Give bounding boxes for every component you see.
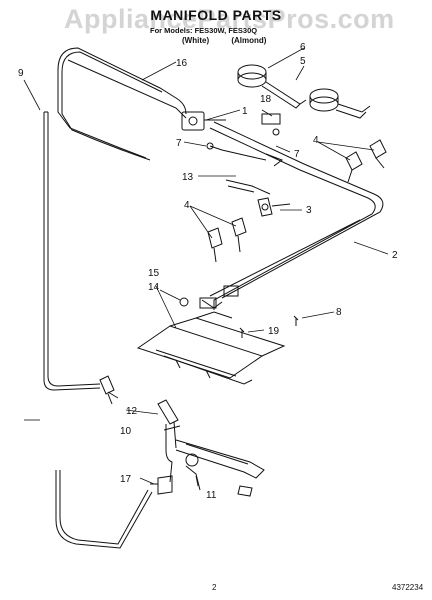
oven-burner-12 [157,399,265,483]
callout-6: 6 [300,42,306,53]
screw-8 [293,315,299,326]
callout-15: 15 [148,268,160,279]
callout-8: 8 [336,307,342,318]
callout-2: 2 [392,250,398,261]
callout-4-left: 4 [184,200,190,211]
gas-line-9 [57,47,187,159]
watermark: AppliancePartsPros.com [64,4,395,34]
color-variants: (White) (Almond) [182,36,286,45]
igniter-11 [185,453,253,497]
callout-13: 13 [182,172,194,183]
wire-13 [225,179,271,195]
burner-valve-4-left [207,217,247,263]
valve-1 [181,111,226,131]
callout-19: 19 [268,326,280,337]
gas-line-9-vertical [43,112,101,391]
variant-white: (White) [182,36,210,45]
callout-11: 11 [206,490,217,501]
screw-19 [239,327,245,338]
variant-almond: (Almond) [231,36,267,45]
callout-18: 18 [260,94,272,105]
burner-head-5 [309,88,371,119]
callout-16: 16 [176,58,188,69]
page-number: 2 [212,583,217,592]
heat-shield-14 [136,311,286,385]
valve-3 [257,197,291,217]
fitting-17 [150,475,173,495]
model-numbers: For Models: FES30W, FES30Q [150,26,258,35]
document-number: 4372234 [392,583,424,592]
manifold-pipe-2 [209,127,376,310]
page-title: MANIFOLD PARTS [150,7,282,23]
callout-4-right: 4 [313,135,319,146]
callout-7-right: 7 [294,149,300,160]
nut-15 [179,297,189,307]
callout-12: 12 [126,406,138,417]
callout-17: 17 [120,474,132,485]
bracket-18 [261,113,281,136]
callout-3: 3 [306,205,312,216]
callout-9: 9 [18,68,24,79]
callout-10: 10 [120,426,132,437]
sensor-7 [209,145,267,161]
burner-valve-4-right [345,139,387,183]
burner-head-6 [237,64,307,109]
callout-5: 5 [300,56,306,67]
callout-7-left: 7 [176,138,182,149]
fitting-10 [99,375,115,405]
callout-14: 14 [148,282,160,293]
callout-1: 1 [242,106,248,117]
